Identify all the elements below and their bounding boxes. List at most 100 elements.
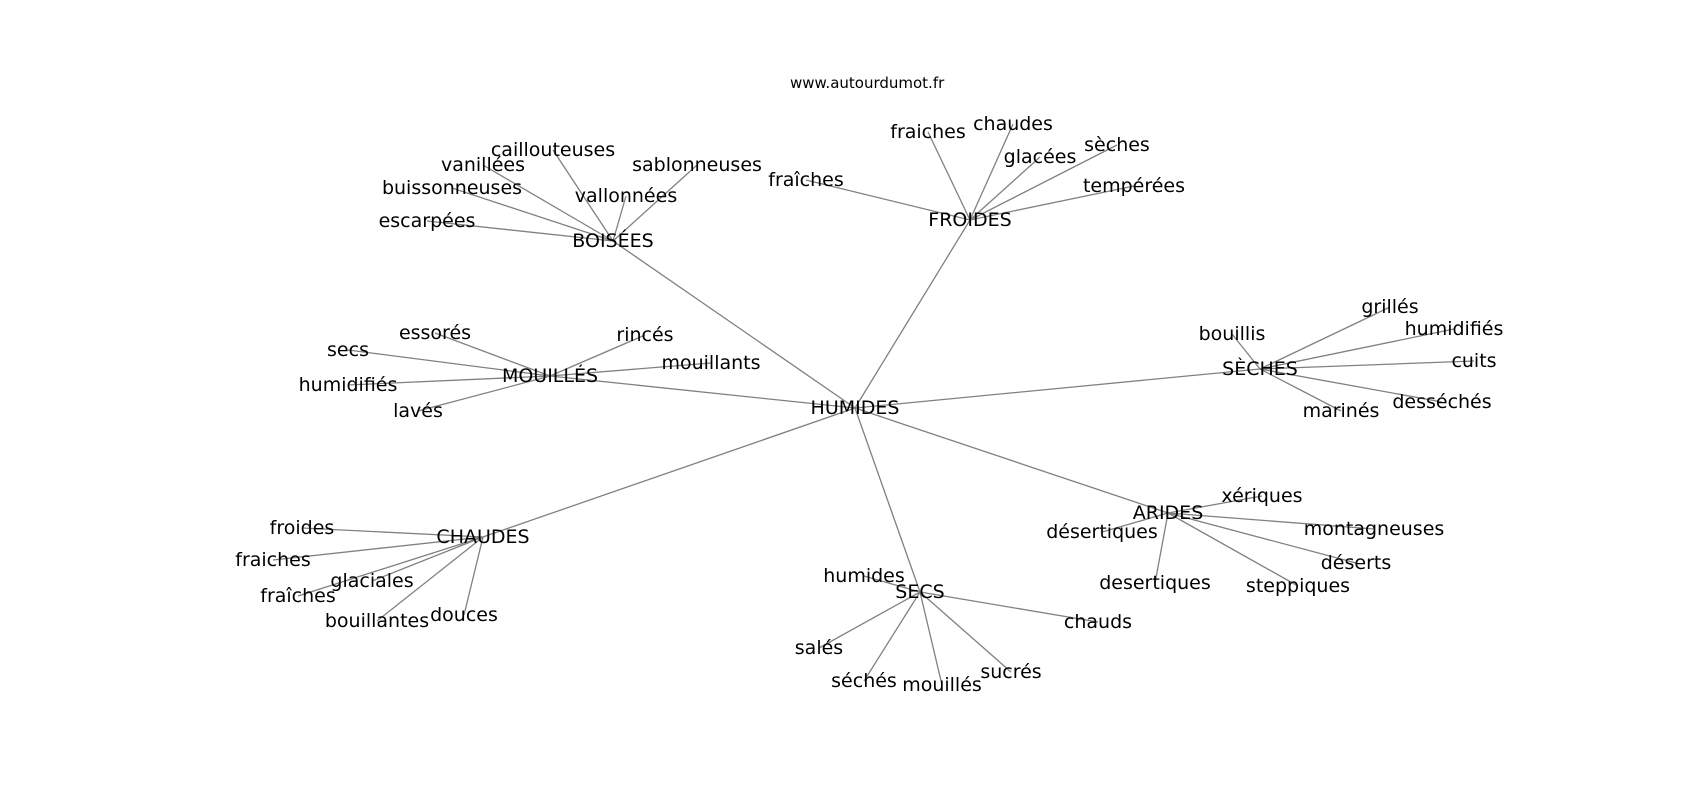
edge-cluster-word xyxy=(919,591,1099,623)
edge-cluster-word xyxy=(612,195,627,242)
word-node-label[interactable]: cuits xyxy=(1451,350,1496,372)
edge-cluster-word xyxy=(463,536,484,616)
word-node-label[interactable]: chaudes xyxy=(973,113,1053,135)
edge-cluster-word xyxy=(1167,495,1263,514)
word-node-label[interactable]: humidifiés xyxy=(299,374,398,396)
cluster-node-label[interactable]: ARIDES xyxy=(1133,502,1204,524)
word-node-label[interactable]: sèches xyxy=(1084,134,1150,156)
edge-cluster-word xyxy=(969,144,1118,221)
word-node-label[interactable]: fraîches xyxy=(260,585,336,607)
word-node-label[interactable]: rincés xyxy=(616,324,673,346)
edge-cluster-word xyxy=(863,575,921,593)
edge-cluster-word xyxy=(969,123,1014,221)
word-node-label[interactable]: mouillés xyxy=(902,674,982,696)
edge-cluster-word xyxy=(434,332,551,377)
edge-cluster-word xyxy=(969,156,1041,221)
edge-center-cluster xyxy=(612,240,856,409)
graph-edges xyxy=(272,123,1475,686)
edge-cluster-word xyxy=(1167,512,1375,530)
edge-center-cluster xyxy=(549,375,856,409)
edge-center-cluster xyxy=(482,407,856,538)
edge-cluster-word xyxy=(818,591,921,649)
site-url[interactable]: www.autourdumot.fr xyxy=(790,74,945,92)
edge-cluster-word xyxy=(1231,333,1261,370)
word-node-label[interactable]: marinés xyxy=(1303,400,1380,422)
word-node-label[interactable]: desséchés xyxy=(1392,391,1491,413)
word-node-label[interactable]: chauds xyxy=(1064,611,1132,633)
edge-center-cluster xyxy=(854,407,1169,514)
edge-cluster-word xyxy=(863,591,921,682)
word-node-label[interactable]: escarpées xyxy=(379,210,476,232)
cluster-node-label[interactable]: CHAUDES xyxy=(436,526,529,548)
word-node-label[interactable]: humides xyxy=(823,565,905,587)
word-node-label[interactable]: douces xyxy=(430,604,498,626)
edge-cluster-word xyxy=(272,536,484,561)
edge-cluster-word xyxy=(376,536,484,622)
word-node-label[interactable]: montagneuses xyxy=(1304,518,1445,540)
edge-cluster-word xyxy=(1259,306,1391,370)
edge-cluster-word xyxy=(347,349,551,377)
edge-cluster-word xyxy=(1259,360,1475,370)
word-node-label[interactable]: buissonneuses xyxy=(382,177,522,199)
edge-cluster-word xyxy=(549,362,712,377)
word-node-label[interactable]: glaciales xyxy=(330,570,413,592)
edge-cluster-word xyxy=(1259,328,1455,370)
word-node-label[interactable]: xériques xyxy=(1221,485,1302,507)
edge-cluster-word xyxy=(1259,368,1342,412)
edge-cluster-word xyxy=(1154,512,1169,584)
edge-cluster-word xyxy=(552,149,614,242)
word-node-label[interactable]: fraîches xyxy=(768,169,844,191)
cluster-node-label[interactable]: SÈCHES xyxy=(1222,357,1298,380)
word-node-label[interactable]: fraiches xyxy=(890,121,966,143)
cluster-node-label[interactable]: SECS xyxy=(895,581,944,603)
edge-cluster-word xyxy=(1167,512,1299,587)
word-node-label[interactable]: steppiques xyxy=(1246,575,1350,597)
cluster-node-label[interactable]: FROIDES xyxy=(928,209,1011,231)
edge-cluster-word xyxy=(301,527,484,538)
word-node-label[interactable]: mouillants xyxy=(661,352,760,374)
edge-center-cluster xyxy=(854,407,921,593)
edge-cluster-word xyxy=(451,187,614,242)
word-node-label[interactable]: froides xyxy=(270,517,335,539)
edge-cluster-word xyxy=(919,591,1012,673)
word-node-label[interactable]: glacées xyxy=(1004,146,1077,168)
word-node-label[interactable]: grillés xyxy=(1361,296,1418,318)
cluster-node-label[interactable]: MOUILLÉS xyxy=(502,364,598,387)
word-node-label[interactable]: salés xyxy=(795,637,843,659)
edge-cluster-word xyxy=(347,375,551,386)
word-node-label[interactable]: désertiques xyxy=(1046,521,1158,543)
edge-cluster-word xyxy=(919,591,943,686)
center-node-label[interactable]: HUMIDES xyxy=(811,397,900,419)
word-node-label[interactable]: caillouteuses xyxy=(491,139,615,161)
edge-cluster-word xyxy=(371,536,484,582)
word-node-label[interactable]: bouillantes xyxy=(325,610,429,632)
word-node-label[interactable]: séchés xyxy=(831,670,897,692)
word-node-label[interactable]: sablonneuses xyxy=(632,154,762,176)
edge-cluster-word xyxy=(417,375,551,412)
word-node-label[interactable]: tempérées xyxy=(1083,175,1185,197)
edge-cluster-word xyxy=(1259,368,1443,403)
word-node-label[interactable]: secs xyxy=(327,339,369,361)
word-node-label[interactable]: desertiques xyxy=(1099,572,1211,594)
edge-cluster-word xyxy=(426,220,614,242)
word-node-label[interactable]: lavés xyxy=(393,400,443,422)
cluster-node-label[interactable]: BOISÉES xyxy=(572,229,653,252)
edge-cluster-word xyxy=(1101,512,1169,533)
word-node-label[interactable]: essorés xyxy=(399,322,471,344)
edge-cluster-word xyxy=(612,164,698,242)
word-node-label[interactable]: vallonnées xyxy=(575,185,677,207)
word-node-label[interactable]: fraiches xyxy=(235,549,311,571)
edge-cluster-word xyxy=(482,164,614,242)
word-node-label[interactable]: humidifiés xyxy=(1405,318,1504,340)
word-node-label[interactable]: déserts xyxy=(1321,552,1392,574)
edge-cluster-word xyxy=(927,131,971,221)
word-node-label[interactable]: sucrés xyxy=(980,661,1041,683)
word-node-label[interactable]: vanillées xyxy=(441,154,525,176)
edge-center-cluster xyxy=(854,219,971,409)
word-node-label[interactable]: bouillis xyxy=(1199,323,1266,345)
edge-cluster-word xyxy=(805,179,971,221)
edge-cluster-word xyxy=(297,536,484,597)
edge-center-cluster xyxy=(854,368,1261,409)
